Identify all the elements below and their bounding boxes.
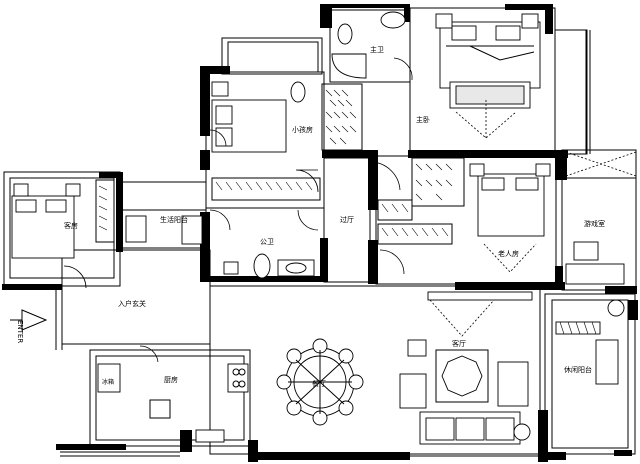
doors (63, 57, 413, 363)
label-hallway: 过厅 (340, 215, 354, 224)
beds (11, 13, 551, 259)
dining-table (276, 338, 364, 426)
label-dining-room: 餐厅 (312, 379, 326, 388)
guide-lines (455, 100, 537, 273)
label-master-bath: 主卫 (370, 45, 384, 54)
label-utility-balcony: 生活阳台 (160, 215, 188, 224)
fixtures (125, 11, 406, 279)
label-living-room: 客厅 (452, 339, 466, 348)
kitchen-fixtures (97, 363, 249, 443)
label-entrance-hall: 入户玄关 (118, 299, 146, 308)
windows (60, 30, 591, 457)
entry-label: ENTER (16, 320, 24, 343)
wardrobes (95, 83, 465, 245)
partitions (3, 7, 637, 455)
label-game-room: 游戏室 (584, 219, 605, 228)
game-room-furniture (565, 151, 637, 285)
label-master-bedroom: 主卧 (416, 115, 430, 124)
label-kitchen: 厨房 (164, 375, 178, 384)
balcony-furniture (555, 299, 625, 385)
label-small-study: 小孩房 (292, 125, 313, 134)
room-labels: 主卫 主卧 小孩房 客房 生活阳台 公卫 过厅 老人房 游戏室 入户玄关 客厅 … (64, 45, 605, 388)
label-elder-room: 老人房 (498, 249, 519, 258)
label-public-bath: 公卫 (260, 238, 274, 246)
label-fridge: 冰箱 (102, 378, 114, 386)
entry-marker: ENTER (10, 309, 48, 343)
label-guest-room: 客房 (64, 221, 78, 230)
living-furniture (399, 291, 533, 445)
label-leisure-balcony: 休闲阳台 (564, 365, 592, 374)
